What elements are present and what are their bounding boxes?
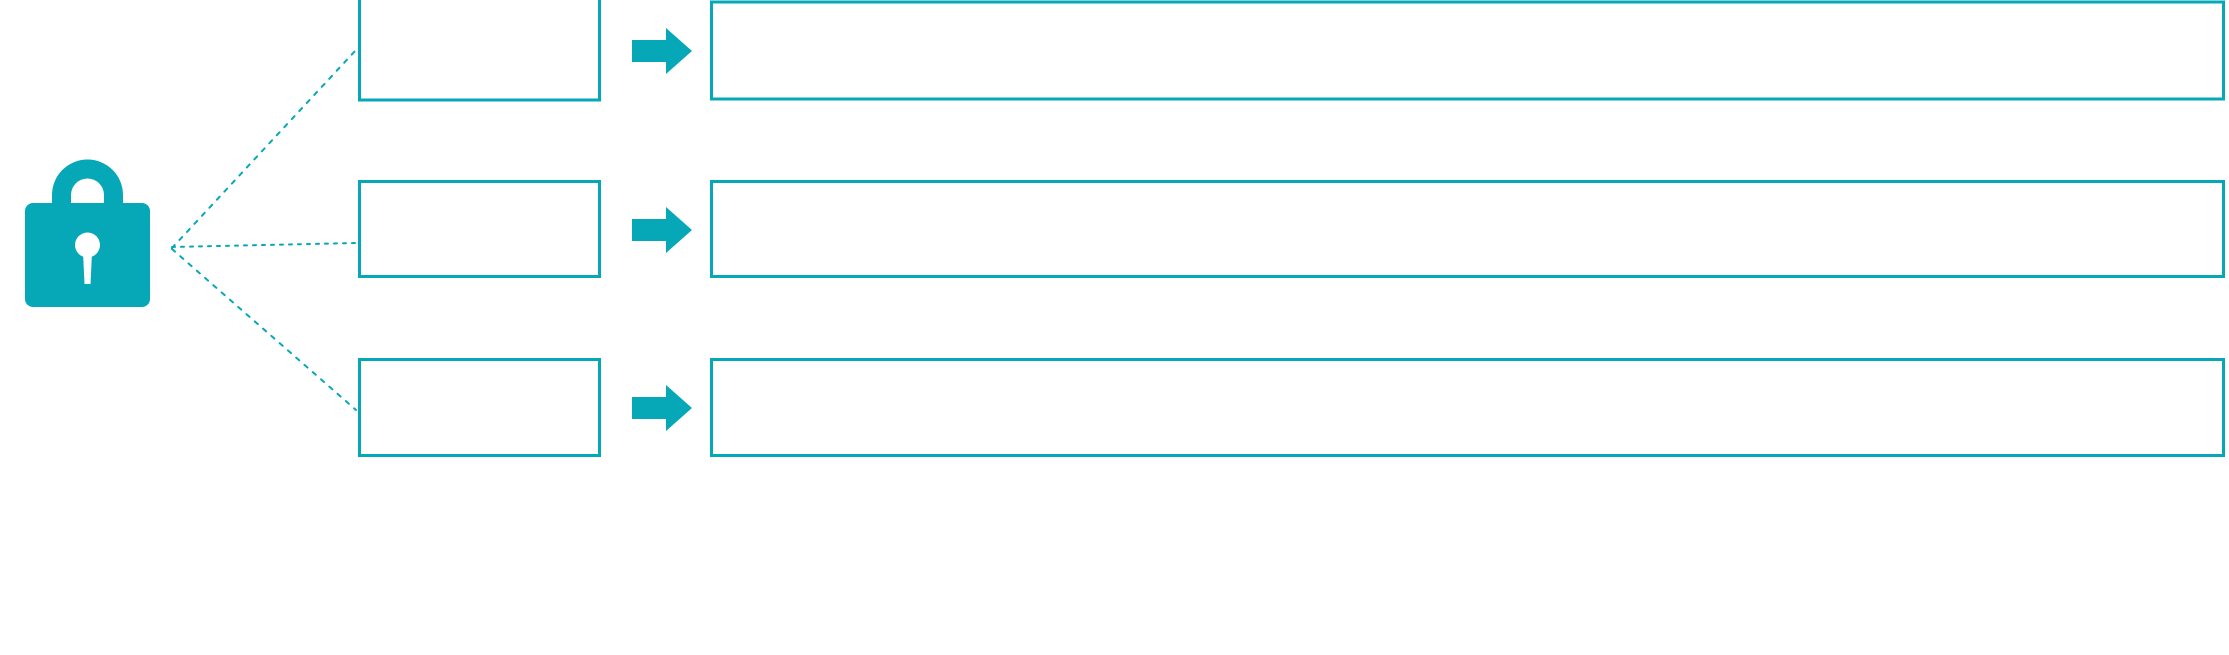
detail-box-2[interactable] [710,180,2225,278]
arrow-right-icon-2 [632,207,692,253]
connector-line-1 [171,49,357,249]
step-box-2[interactable] [358,180,601,278]
detail-box-1[interactable] [710,0,2225,101]
detail-box-3[interactable] [710,358,2225,457]
arrow-right-icon-3 [632,385,692,431]
connector-line-3 [171,248,357,411]
lock-keyhole-circle-icon [75,232,100,258]
step-box-3[interactable] [358,358,601,457]
step-box-1[interactable] [358,0,601,102]
lock-keyhole-stem-icon [83,252,92,284]
lock-icon[interactable] [25,159,150,308]
connector-line-2 [171,242,357,248]
connector-group [171,49,357,411]
arrow-right-icon-1 [632,28,692,74]
